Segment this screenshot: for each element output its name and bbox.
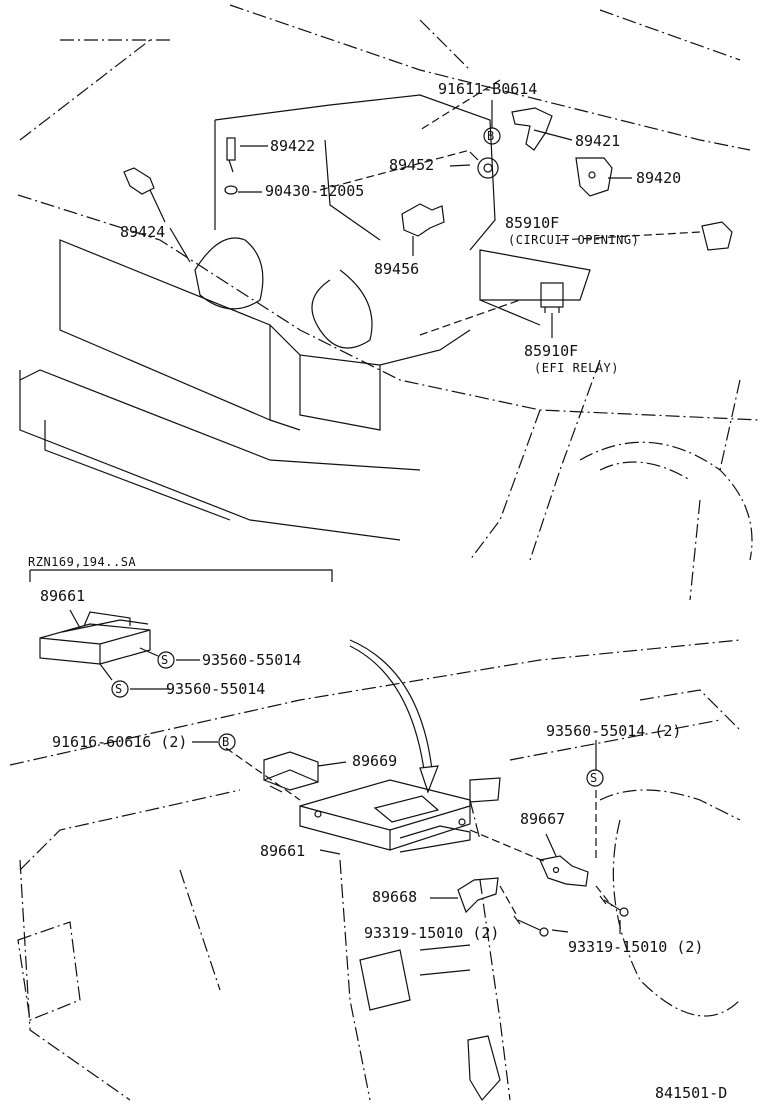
- bolt-93319-b-shape: [599, 895, 629, 917]
- inset-symbol-circles: [111, 651, 175, 698]
- part-label-93319-15010-a[interactable]: 93319-15010 (2): [364, 924, 500, 942]
- relay-85910f-a-shape: [701, 221, 733, 251]
- inset-part-label-89661[interactable]: 89661: [40, 587, 86, 605]
- inset-leaders: [69, 609, 200, 690]
- sensor-89422-shape: [224, 137, 238, 195]
- sensor-89424-shape: [123, 167, 155, 195]
- main-symbol-circles: [218, 127, 604, 787]
- bracket-89669-shape: [263, 751, 319, 793]
- part-label-91616-60616[interactable]: 91616-60616 (2): [52, 733, 188, 751]
- bracket-89668-shape: [457, 877, 499, 914]
- screw-symbol-s-icon: S: [590, 771, 598, 785]
- part-note-efi-relay: (EFI RELAY): [534, 361, 619, 375]
- part-label-89661[interactable]: 89661: [260, 842, 306, 860]
- part-label-89421[interactable]: 89421: [575, 132, 621, 150]
- inset-part-label-93560-55014-a[interactable]: 93560-55014: [202, 651, 302, 669]
- part-note-circuit-opening: (CIRCUIT OPENING): [508, 233, 640, 247]
- leader-lines-upper: [149, 100, 632, 338]
- part-label-90430-12005[interactable]: 90430-12005: [265, 182, 365, 200]
- part-label-93560-55014-2[interactable]: 93560-55014 (2): [546, 722, 682, 740]
- part-label-93319-15010-b[interactable]: 93319-15010 (2): [568, 938, 704, 956]
- diagram-reference-code: 841501-D: [655, 1084, 728, 1102]
- inset-arrow: [349, 639, 439, 794]
- engine-outline: [194, 94, 591, 349]
- sensor-89452-shape: [469, 151, 499, 179]
- dashboard-solid-details: [359, 777, 501, 1102]
- part-label-89456[interactable]: 89456: [374, 260, 420, 278]
- inset-frame: [29, 569, 333, 582]
- inset-part-label-93560-55014-b[interactable]: 93560-55014: [166, 680, 266, 698]
- part-label-89669[interactable]: 89669: [352, 752, 398, 770]
- part-label-89667[interactable]: 89667: [520, 810, 566, 828]
- screw-symbol-s-icon: S: [161, 653, 169, 667]
- ecu-89661-shape: [299, 779, 471, 853]
- part-label-91611-b0614[interactable]: 91611-B0614: [438, 80, 538, 98]
- part-label-89422[interactable]: 89422: [270, 137, 316, 155]
- sensor-89456-shape: [401, 203, 445, 237]
- part-label-85910f-efi-relay[interactable]: 85910F: [524, 342, 579, 360]
- leader-lines-lower: [192, 740, 621, 934]
- relay-85910f-b-shape: [540, 282, 564, 313]
- bolt-symbol-b-icon: B: [487, 129, 495, 143]
- phantom-leaders-upper: [319, 79, 701, 336]
- inset-ecu-shape: [39, 611, 151, 665]
- bracket-89667-shape: [539, 855, 589, 887]
- part-label-85910f-circuit-opening[interactable]: 85910F: [505, 214, 560, 232]
- bolt-symbol-b-icon: B: [222, 735, 230, 749]
- grille-outline: [19, 239, 471, 541]
- part-label-89420[interactable]: 89420: [636, 169, 682, 187]
- screw-symbol-s-icon: S: [115, 682, 123, 696]
- phantom-leaders-lower: [225, 747, 613, 915]
- bolt-93319-a-shape: [513, 915, 549, 937]
- sensor-89421-shape: [511, 107, 553, 151]
- part-label-89424[interactable]: 89424: [120, 223, 166, 241]
- part-label-89452[interactable]: 89452: [389, 156, 435, 174]
- part-label-89668[interactable]: 89668: [372, 888, 418, 906]
- dashboard-outline: [9, 639, 741, 1101]
- vehicle-body-outline: [17, 4, 760, 601]
- inset-model-header: RZN169,194..SA: [28, 555, 137, 569]
- sensor-89420-shape: [575, 157, 613, 197]
- wheel-arch-outline: [579, 441, 753, 561]
